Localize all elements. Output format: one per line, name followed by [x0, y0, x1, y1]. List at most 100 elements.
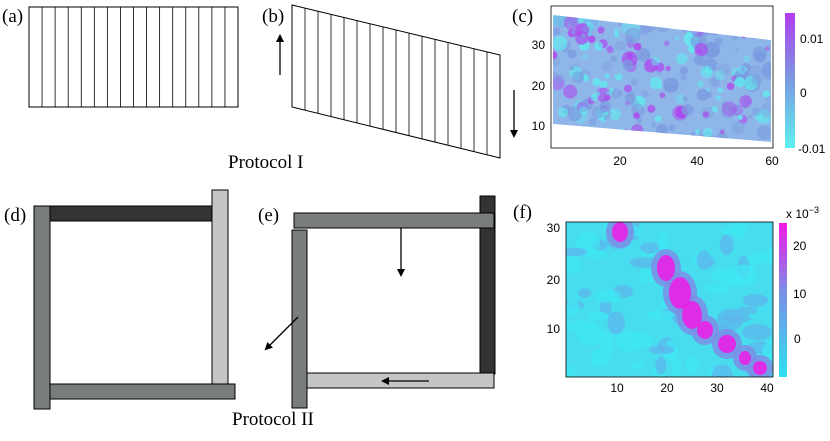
field-blob: [614, 73, 623, 81]
field-blob: [674, 36, 680, 41]
field-blob: [553, 76, 565, 91]
field-blob: [657, 255, 675, 281]
field-blob: [734, 228, 745, 242]
field-blob: [648, 345, 675, 355]
field-blob: [599, 332, 615, 355]
field-blob: [761, 61, 771, 77]
panel-c-label: (c): [512, 6, 533, 27]
panel-a-label: (a): [2, 6, 23, 27]
field-blob: [657, 71, 662, 76]
panel-d: (d): [4, 189, 236, 410]
top-bar-mid: [293, 212, 495, 229]
field-blob: [737, 114, 743, 120]
field-blob: [712, 364, 733, 377]
field-blob: [604, 94, 611, 101]
field-blob: [748, 114, 753, 120]
field-blob: [763, 248, 773, 264]
field-blob: [703, 41, 719, 58]
field-blob: [681, 104, 694, 116]
field-blob: [762, 90, 770, 98]
field-blob: [615, 329, 643, 353]
field-blob: [717, 87, 724, 94]
field-blob: [715, 95, 722, 101]
field-blob: [709, 76, 721, 88]
field-blob: [586, 311, 609, 321]
field-blob: [594, 41, 604, 51]
panel-f-colorbar-exponent: −3: [809, 205, 819, 215]
field-blob: [696, 88, 709, 101]
protocol-two-label: Protocol II: [232, 409, 314, 430]
field-blob: [753, 361, 767, 375]
lattice-a-lines: [41, 7, 226, 107]
field-blob: [704, 283, 731, 295]
field-blob: [655, 356, 667, 375]
field-blob: [732, 105, 744, 116]
field-blob: [592, 78, 601, 86]
panel-c-y-tick: 30: [532, 38, 546, 52]
field-blob: [590, 93, 598, 101]
panel-f-colorbar-multiplier: x 10−3: [786, 205, 819, 221]
panel-f-colorbar-tick: 20: [793, 239, 807, 253]
field-blob: [694, 42, 708, 57]
field-blob: [664, 40, 670, 47]
field-blob: [553, 51, 558, 59]
panel-f-field-blobs: [566, 222, 773, 377]
field-blob: [569, 66, 574, 71]
panel-f-y-tick: 20: [547, 273, 561, 287]
field-blob: [632, 361, 644, 370]
field-blob: [563, 84, 578, 99]
field-blob: [553, 27, 561, 36]
field-blob: [669, 277, 691, 309]
field-blob: [595, 289, 621, 304]
field-blob: [751, 74, 763, 86]
field-blob: [576, 231, 601, 253]
field-blob: [629, 90, 635, 96]
field-blob: [603, 114, 609, 121]
field-blob: [697, 129, 704, 137]
field-blob: [630, 78, 638, 86]
field-blob: [568, 20, 575, 27]
bottom-bar-mid: [43, 383, 236, 400]
protocol-one-label: Protocol I: [228, 152, 303, 173]
field-blob: [580, 33, 587, 39]
top-bar-dark: [43, 205, 221, 222]
field-blob: [695, 129, 701, 135]
panel-b-label: (b): [262, 6, 284, 27]
panel-f-x-tick: 20: [660, 381, 674, 395]
left-bar-mid: [291, 229, 308, 409]
panel-f-x-tick: 30: [710, 381, 724, 395]
field-blob: [737, 65, 746, 75]
field-blob: [685, 356, 700, 374]
field-blob: [633, 112, 641, 120]
panel-c-y-tick: 20: [532, 79, 546, 93]
panel-c-colorbar-tick: -0.01: [798, 142, 826, 156]
field-blob: [668, 124, 676, 132]
field-blob: [663, 77, 680, 93]
panel-a: (a): [2, 6, 239, 108]
field-blob: [765, 46, 770, 51]
field-blob: [638, 24, 650, 36]
field-blob: [607, 311, 625, 335]
field-blob: [711, 106, 719, 113]
panel-c-x-tick: 20: [613, 154, 627, 168]
field-blob: [680, 75, 687, 81]
field-blob: [721, 101, 729, 109]
panel-f-axes: [565, 221, 774, 378]
field-blob: [599, 80, 608, 89]
field-blob: [591, 106, 604, 119]
field-blob: [741, 66, 746, 71]
field-blob: [743, 76, 759, 91]
field-blob: [682, 96, 688, 102]
field-blob: [622, 59, 634, 71]
field-blob: [629, 98, 639, 108]
panel-c-colorbar-tick: 0: [800, 86, 807, 100]
field-blob: [577, 288, 592, 298]
field-blob: [704, 66, 713, 75]
field-blob: [589, 117, 597, 126]
field-blob: [702, 127, 713, 138]
field-blob: [640, 242, 659, 254]
field-blob: [720, 105, 735, 119]
lattice-b-lines: [304, 8, 488, 155]
field-blob: [697, 321, 713, 339]
field-blob: [606, 45, 614, 54]
